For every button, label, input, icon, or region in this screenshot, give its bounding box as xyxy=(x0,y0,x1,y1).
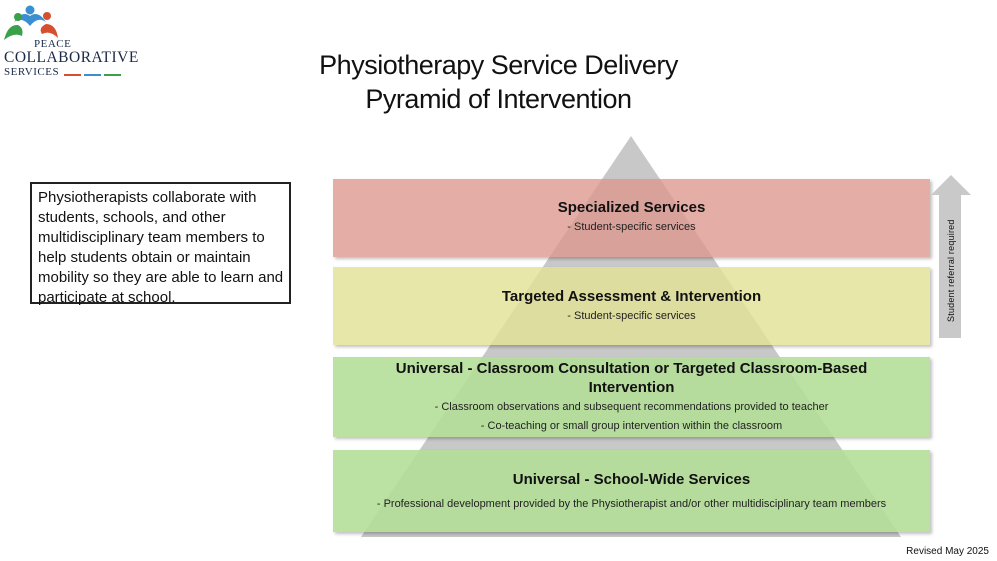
logo-underline-green xyxy=(104,74,121,76)
tier-title: Targeted Assessment & Intervention xyxy=(501,288,762,305)
logo-underline-red xyxy=(64,74,81,76)
title-line-1: Physiotherapy Service Delivery xyxy=(319,50,678,80)
tier-school-wide-services: Universal - School-Wide Services - Profe… xyxy=(333,450,930,532)
tier-item: - Student-specific services xyxy=(567,221,696,233)
up-arrow-icon xyxy=(931,175,971,338)
tier-item: - Co-teaching or small group interventio… xyxy=(480,420,783,432)
tier-item: - Professional development provided by t… xyxy=(376,498,887,510)
arrow-label: Student referral required xyxy=(946,219,956,322)
tier-item: - Classroom observations and subsequent … xyxy=(434,401,829,413)
organization-logo: PEACE COLLABORATIVE SERVICES xyxy=(0,0,138,85)
logo-text-peace: PEACE xyxy=(34,38,72,50)
page-title: Physiotherapy Service Delivery Pyramid o… xyxy=(240,48,757,116)
title-line-2: Pyramid of Intervention xyxy=(365,84,632,114)
logo-text-services: SERVICES xyxy=(4,66,60,78)
logo-text-collaborative: COLLABORATIVE xyxy=(4,49,139,66)
description-box: Physiotherapists collaborate with studen… xyxy=(30,182,291,306)
tier-title: Universal - School-Wide Services xyxy=(512,471,751,488)
tier-classroom-consultation: Universal - Classroom Consultation or Ta… xyxy=(333,357,930,437)
revised-date: Revised May 2025 xyxy=(906,546,989,557)
tier-targeted-assessment: Targeted Assessment & Intervention - Stu… xyxy=(333,267,930,345)
logo-underline-blue xyxy=(84,74,101,76)
tier-title: Universal - Classroom Consultation or Ta… xyxy=(395,360,868,396)
tier-specialized-services: Specialized Services - Student-specific … xyxy=(333,179,930,257)
tier-item: - Student-specific services xyxy=(567,310,696,322)
tier-title: Specialized Services xyxy=(557,199,706,216)
people-logo-icon xyxy=(4,5,58,40)
